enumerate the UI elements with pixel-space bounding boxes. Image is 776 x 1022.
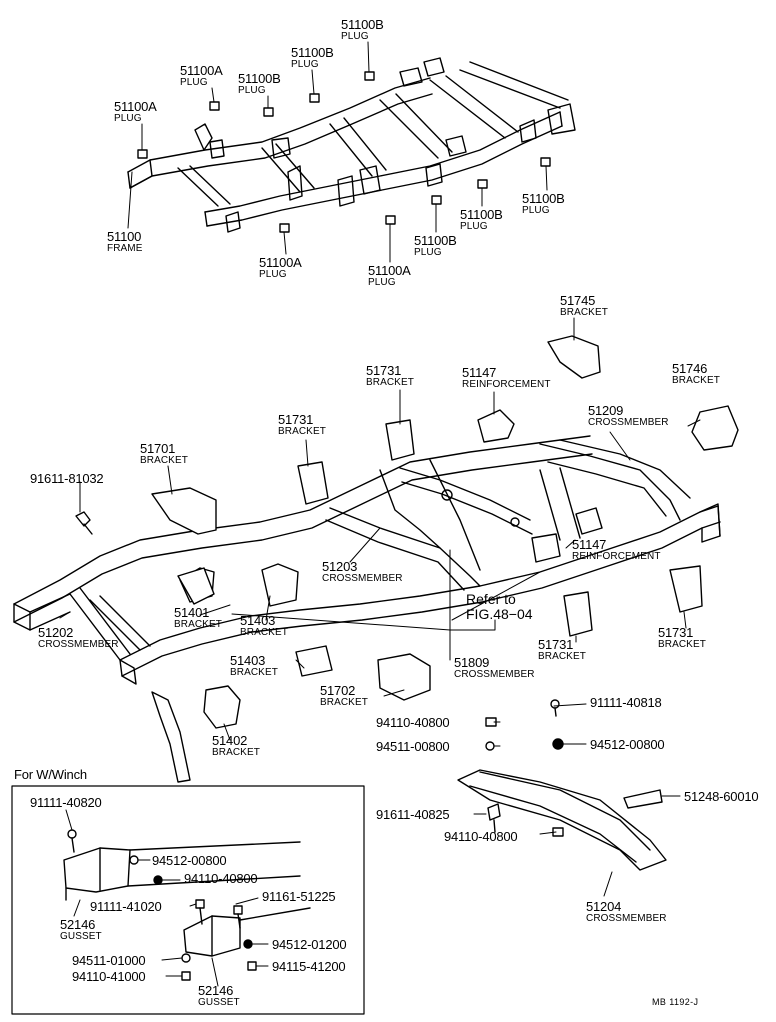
label-w-94512-01200: 94512-01200 [272, 937, 347, 952]
label-w-94511-01000: 94511-01000 [72, 953, 146, 968]
label-bolt-91611-81032: 91611-81032 [30, 471, 104, 486]
label-w-94115-41200: 94115-41200 [272, 959, 346, 974]
label-w-94110-40800: 94110-40800 [184, 871, 258, 886]
label-51248-60010: 51248-60010 [684, 789, 759, 804]
label-w-94512-00800: 94512-00800 [152, 853, 227, 868]
winch-arrow [151, 691, 191, 783]
crossmember-51204-shape [457, 769, 667, 871]
bracket-shapes [151, 335, 739, 729]
label-91611-40825: 91611-40825 [376, 807, 450, 822]
label-w-91161-51225: 91161-51225 [262, 889, 336, 904]
label-91111-40818: 91111-40818 [590, 695, 662, 710]
diagram-reference-code: MB 1192-J [652, 997, 699, 1007]
main-frame [13, 435, 721, 685]
label-94110-40800-a: 94110-40800 [376, 715, 450, 730]
leader-lines-main [59, 317, 701, 897]
fastener-shapes [75, 511, 564, 837]
label-94110-40800-b: 94110-40800 [444, 829, 518, 844]
winch-inset [11, 785, 365, 1015]
label-w-91111-41020: 91111-41020 [90, 899, 162, 914]
label-94512-00800-a: 94512-00800 [590, 737, 665, 752]
label-w-94110-41000: 94110-41000 [72, 969, 146, 984]
label-w-91111-40820: 91111-40820 [30, 795, 102, 810]
label-94511-00800: 94511-00800 [376, 739, 450, 754]
winch-section-title: For W/Winch [14, 767, 87, 782]
leader-lines-top [127, 41, 548, 263]
frame-51100 [127, 57, 576, 233]
